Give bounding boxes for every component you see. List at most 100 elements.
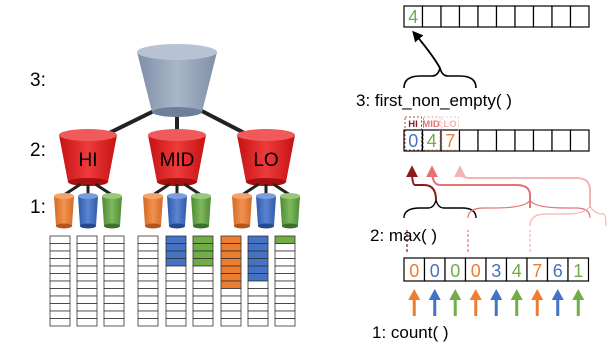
arrow-lo — [454, 165, 591, 208]
cell — [274, 265, 296, 274]
queue-bucket-lo: LO — [237, 129, 295, 186]
count-arrow-blue — [428, 289, 441, 316]
cell — [76, 258, 98, 267]
cell — [103, 303, 125, 312]
cell — [137, 258, 159, 267]
flow-bucket-blue — [167, 193, 187, 229]
cell — [49, 295, 71, 304]
cell — [76, 280, 98, 289]
cell — [220, 235, 242, 244]
cell — [192, 295, 214, 304]
count-arrow-green — [510, 289, 523, 316]
array-value: 4 — [408, 7, 418, 27]
cell — [192, 280, 214, 289]
array-value: 0 — [430, 261, 440, 281]
array-value: 0 — [471, 261, 481, 281]
array-cell — [569, 5, 590, 28]
array-value: 0 — [450, 261, 460, 281]
cell — [192, 258, 214, 267]
flow-bucket-green — [102, 193, 122, 229]
cell — [103, 258, 125, 267]
cell — [49, 265, 71, 274]
cell — [247, 265, 269, 274]
cell — [220, 288, 242, 297]
level-3-label: 3: — [30, 70, 46, 91]
cell — [165, 265, 187, 274]
cell — [103, 243, 125, 252]
cell — [192, 310, 214, 319]
queue-cells-6 — [192, 235, 214, 327]
cell — [103, 280, 125, 289]
cell — [247, 273, 269, 282]
cell — [165, 295, 187, 304]
cell — [165, 310, 187, 319]
queue-bucket-hi: HI — [59, 129, 117, 186]
array-value: 7 — [532, 261, 542, 281]
cell — [220, 303, 242, 312]
queue-label-lo: LO — [253, 150, 278, 171]
cell — [137, 250, 159, 259]
flow-bucket-orange — [143, 193, 163, 229]
array-cell — [421, 5, 442, 28]
array-value: 0 — [409, 261, 419, 281]
cell — [76, 310, 98, 319]
cell — [137, 235, 159, 244]
queue-cells-8 — [247, 235, 269, 327]
array-value: 1 — [573, 261, 583, 281]
array-value: 4 — [512, 261, 522, 281]
queue-cells-9 — [274, 235, 296, 327]
mid-header-lo: LO — [443, 119, 456, 130]
cell — [192, 250, 214, 259]
cell — [137, 288, 159, 297]
count-arrow-green — [572, 289, 585, 316]
cell — [165, 318, 187, 327]
cell — [49, 235, 71, 244]
cell — [247, 250, 269, 259]
array-value: 3 — [491, 261, 501, 281]
cell — [247, 303, 269, 312]
flow-bucket-orange — [54, 193, 74, 229]
queue-cells-7 — [220, 235, 242, 327]
mid-column-outline — [423, 116, 441, 151]
cell — [49, 288, 71, 297]
cell — [49, 250, 71, 259]
cell — [165, 273, 187, 282]
cell — [49, 318, 71, 327]
count-arrow-green — [449, 289, 462, 316]
cell — [247, 288, 269, 297]
flow-bucket-orange — [232, 193, 252, 229]
cell — [247, 318, 269, 327]
cell — [137, 243, 159, 252]
cell — [76, 273, 98, 282]
count-arrow-orange — [408, 289, 421, 316]
queue-cells-4 — [137, 235, 159, 327]
fn-count: 1: count( ) — [372, 323, 449, 342]
cell — [165, 258, 187, 267]
array-cell — [551, 129, 572, 152]
count-arrow-blue — [551, 289, 564, 316]
cell — [247, 310, 269, 319]
cell — [274, 295, 296, 304]
cell — [103, 295, 125, 304]
count-arrow-orange — [531, 289, 544, 316]
level-2-label: 2: — [30, 140, 46, 161]
cell — [103, 250, 125, 259]
count-arrow-orange — [469, 289, 482, 316]
array-cell — [477, 5, 498, 28]
cell — [103, 273, 125, 282]
cell — [49, 303, 71, 312]
array-cell — [532, 129, 553, 152]
brace-mid — [467, 198, 591, 219]
level-1-label: 1: — [30, 197, 46, 218]
array-cell — [532, 5, 553, 28]
cell — [220, 258, 242, 267]
cell — [103, 288, 125, 297]
cell — [103, 265, 125, 274]
queue-cells-1 — [49, 235, 71, 327]
cell — [247, 243, 269, 252]
cell — [137, 265, 159, 274]
cell — [165, 235, 187, 244]
count-arrow-blue — [490, 289, 503, 316]
